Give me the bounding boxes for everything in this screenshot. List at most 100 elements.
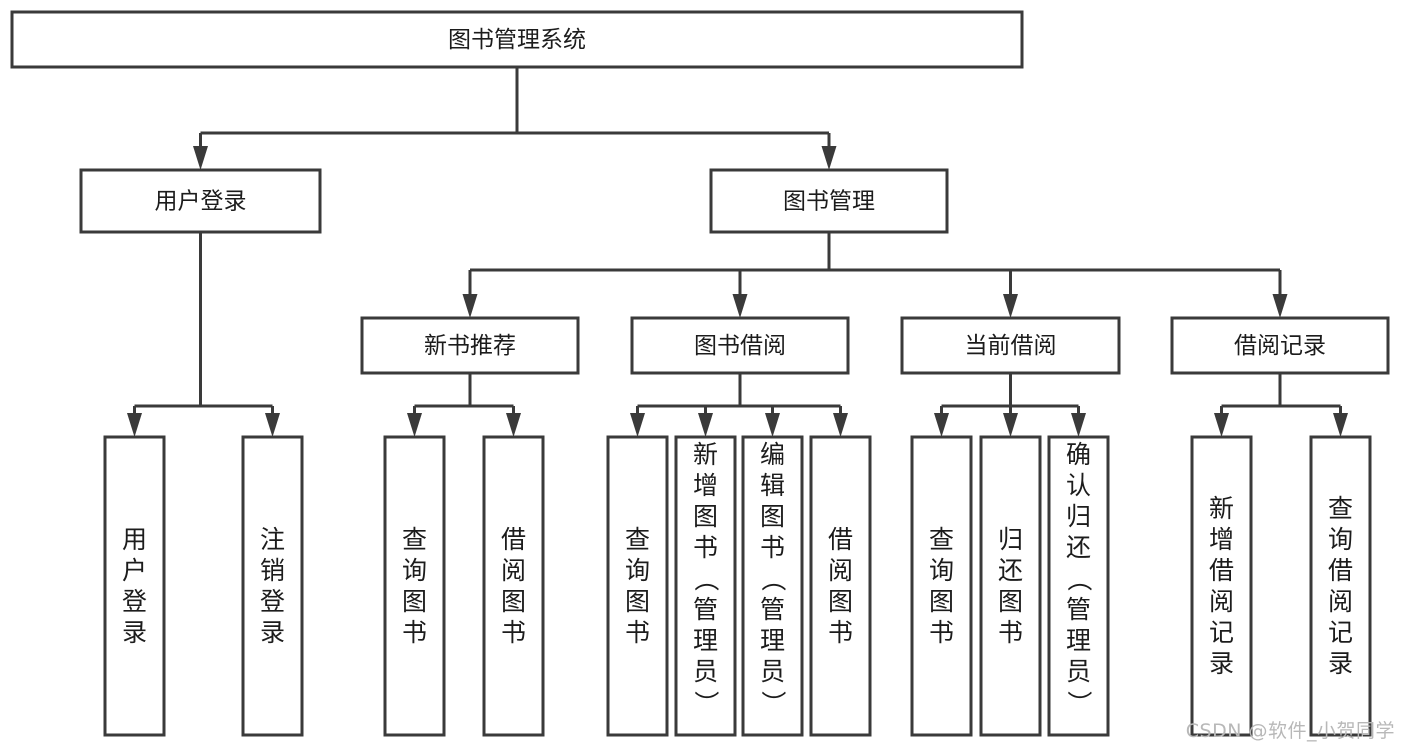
connector-group-current-borrow: [934, 373, 1086, 437]
node-label-char: 阅: [1328, 587, 1353, 616]
node-label-char: 理: [1066, 626, 1091, 655]
node-label-char: 登: [122, 587, 147, 616]
node-label-char: 认: [1066, 471, 1091, 500]
node-box-leaf-logout[interactable]: [241, 435, 304, 737]
node-borrow-record[interactable]: 借阅记录: [1170, 316, 1390, 375]
node-label-char: 录: [122, 618, 147, 647]
node-label-char: 归: [1066, 502, 1091, 531]
arrow-head-icon: [765, 413, 780, 437]
node-box-current-borrow[interactable]: [900, 316, 1121, 375]
arrow-head-icon: [506, 413, 521, 437]
node-label-char: （: [1065, 566, 1094, 591]
node-label-char: 借: [828, 525, 853, 554]
node-label-char: 图: [998, 587, 1023, 616]
node-book-borrow[interactable]: 图书借阅: [630, 316, 850, 375]
node-label-char: 销: [260, 556, 285, 585]
connector-group-user-login: [127, 232, 280, 437]
node-label-char: ）: [692, 690, 721, 715]
node-label-char: 查: [402, 525, 427, 554]
node-leaf-user-login[interactable]: 用户登录: [103, 435, 166, 737]
node-label-char: 增: [693, 471, 718, 500]
node-label-char: 图: [828, 587, 853, 616]
arrow-head-icon: [732, 294, 748, 318]
node-box-root[interactable]: [10, 10, 1024, 69]
arrow-head-icon: [630, 413, 645, 437]
node-label-book-manage: 图书管理: [783, 189, 875, 215]
arrow-head-icon: [833, 413, 848, 437]
node-new-book-recommend[interactable]: 新书推荐: [360, 316, 580, 375]
node-label-char: 还: [1066, 533, 1091, 562]
node-book-manage[interactable]: 图书管理: [709, 168, 949, 234]
node-label-char: 书: [929, 618, 954, 647]
node-box-leaf-query-book-2[interactable]: [606, 435, 669, 737]
node-label-char: 注: [260, 525, 285, 554]
node-box-leaf-query-book-1[interactable]: [383, 435, 446, 737]
node-box-leaf-borrow-book-2[interactable]: [809, 435, 872, 737]
arrow-head-icon: [1003, 294, 1018, 318]
node-box-leaf-add-book[interactable]: [674, 435, 737, 737]
node-box-user-login[interactable]: [79, 168, 322, 234]
node-root[interactable]: 图书管理系统: [10, 10, 1024, 69]
arrow-head-icon: [1071, 413, 1086, 437]
node-box-leaf-return-book[interactable]: [979, 435, 1042, 737]
node-label-current-borrow: 当前借阅: [965, 333, 1057, 359]
node-label-char: 书: [501, 618, 526, 647]
arrow-head-icon: [127, 413, 142, 437]
node-label-char: 员: [760, 657, 785, 686]
node-label-char: 录: [1328, 649, 1353, 678]
node-label-char: 图: [625, 587, 650, 616]
node-box-book-borrow[interactable]: [630, 316, 850, 375]
node-label-char: 员: [1066, 657, 1091, 686]
node-box-leaf-query-record[interactable]: [1309, 435, 1372, 737]
node-box-leaf-confirm-return[interactable]: [1047, 435, 1110, 737]
node-label-char: 增: [1209, 525, 1234, 554]
node-label-char: 书: [402, 618, 427, 647]
node-box-leaf-query-book-3[interactable]: [910, 435, 973, 737]
arrow-head-icon: [193, 146, 208, 170]
node-box-leaf-user-login[interactable]: [103, 435, 166, 737]
node-label-char: 图: [501, 587, 526, 616]
node-label-char: 户: [122, 556, 147, 585]
node-label-char: 管: [1066, 595, 1091, 624]
node-label-char: 确: [1066, 440, 1091, 469]
node-user-login[interactable]: 用户登录: [79, 168, 322, 234]
node-box-leaf-add-record[interactable]: [1190, 435, 1253, 737]
node-label-char: 记: [1209, 618, 1234, 647]
connector-group-book-borrow: [630, 373, 848, 437]
node-label-char: 管: [760, 595, 785, 624]
node-label-char: 新: [1209, 494, 1234, 523]
arrow-head-icon: [407, 413, 422, 437]
node-layer: 图书管理系统用户登录图书管理新书推荐图书借阅当前借阅借阅记录用户登录注销登录查询…: [10, 10, 1390, 737]
arrow-head-icon: [934, 413, 949, 437]
node-box-borrow-record[interactable]: [1170, 316, 1390, 375]
node-label-char: 管: [693, 595, 718, 624]
arrow-head-icon: [265, 413, 280, 437]
node-box-leaf-edit-book[interactable]: [741, 435, 804, 737]
arrow-head-icon: [698, 413, 713, 437]
node-box-book-manage[interactable]: [709, 168, 949, 234]
node-current-borrow[interactable]: 当前借阅: [900, 316, 1121, 375]
node-box-new-book-recommend[interactable]: [360, 316, 580, 375]
node-label-char: 阅: [1209, 587, 1234, 616]
node-box-leaf-borrow-book-1[interactable]: [482, 435, 545, 737]
connector-group-book-manage: [462, 232, 1288, 318]
